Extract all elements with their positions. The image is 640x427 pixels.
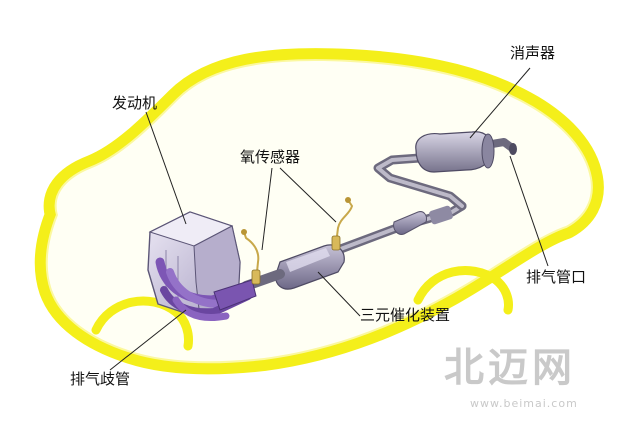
exhaust-manifold <box>155 257 257 321</box>
resonator <box>393 211 427 235</box>
rear-wheel-arch <box>413 265 513 315</box>
label-catalytic-converter: 三元催化装置 <box>360 306 451 324</box>
oxygen-sensors <box>241 197 354 285</box>
watermark-url: www.beimai.com <box>470 397 578 410</box>
muffler-end-cap <box>481 133 495 169</box>
leader-o2-upstream <box>261 167 273 251</box>
front-wheel-arch <box>91 296 193 351</box>
tailpipe-outlet <box>509 143 517 155</box>
converter-heat-shield <box>286 248 330 272</box>
muffler <box>415 131 495 173</box>
pipe-rear-highlight <box>376 156 464 208</box>
leader-engine <box>145 111 187 225</box>
leader-muffler <box>469 67 531 139</box>
o2-sensor-downstream <box>331 235 341 251</box>
o2-sensor-upstream-connector <box>241 229 247 235</box>
flex-joint <box>429 205 453 225</box>
manifold-runner <box>172 296 230 321</box>
o2-sensor-downstream-connector <box>345 197 351 203</box>
leader-exhaust-manifold <box>109 309 187 371</box>
manifold-collector <box>213 279 257 311</box>
exhaust-pipe <box>333 138 517 255</box>
leader-catalytic-converter <box>317 271 361 317</box>
leader-lines <box>109 67 549 371</box>
leader-o2-downstream <box>279 167 337 223</box>
muffler-body <box>415 131 493 173</box>
o2-sensor-wire-downstream <box>335 199 354 245</box>
o2-sensor-upstream <box>251 269 261 285</box>
label-exhaust-manifold: 排气歧管 <box>70 370 131 388</box>
label-muffler: 消声器 <box>510 44 556 62</box>
label-o2-sensor: 氧传感器 <box>240 148 301 166</box>
label-tailpipe: 排气管口 <box>526 268 587 286</box>
label-engine: 发动机 <box>112 94 158 112</box>
o2-sensor-wire-upstream <box>243 231 260 283</box>
watermark-logo: 北迈网 <box>444 345 576 391</box>
leader-tailpipe <box>509 155 549 267</box>
